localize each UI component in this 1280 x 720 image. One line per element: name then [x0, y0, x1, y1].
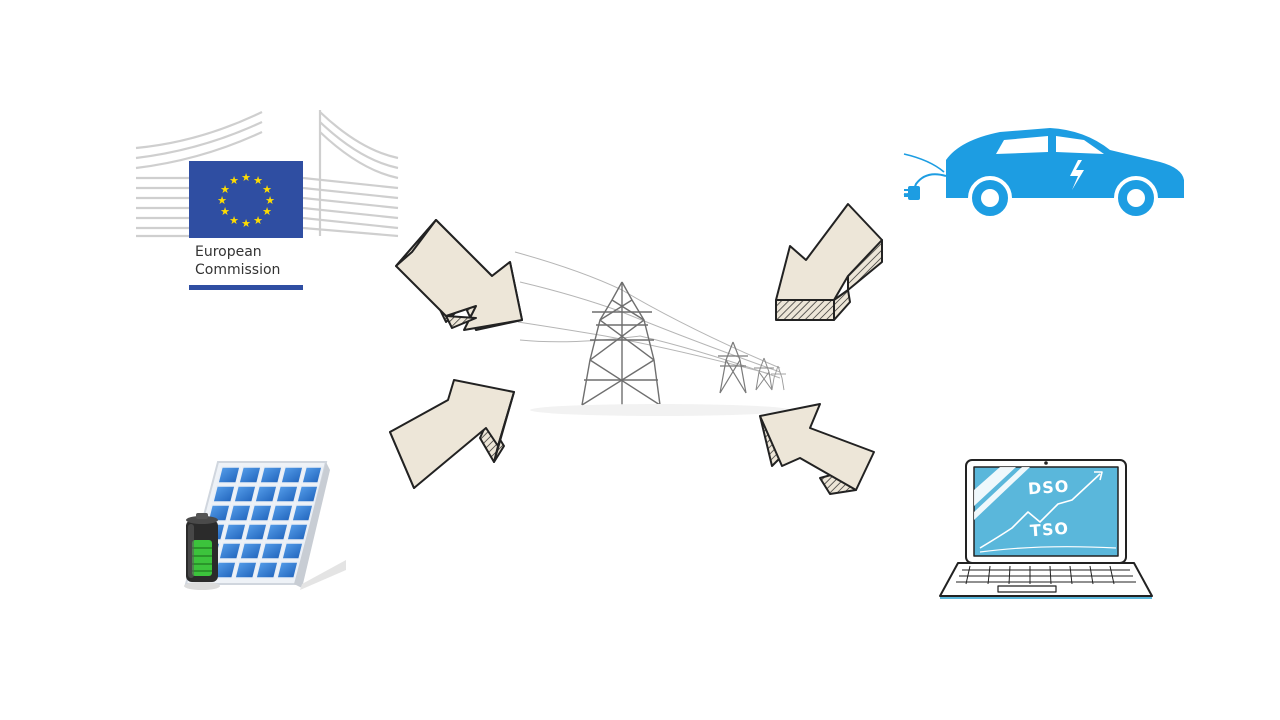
arrow-bottom-right [759, 403, 875, 495]
svg-text:★: ★ [217, 194, 227, 207]
svg-text:★: ★ [241, 217, 251, 230]
svg-text:★: ★ [265, 194, 275, 207]
laptop-screen-tso-label: TSO [1029, 518, 1070, 541]
pylon-medium [718, 341, 748, 394]
pylon-tiny [771, 365, 786, 391]
svg-text:★: ★ [253, 214, 263, 227]
eu-flag [189, 161, 303, 238]
pylon-large [581, 281, 661, 406]
svg-text:★: ★ [229, 214, 239, 227]
battery-icon [184, 513, 220, 590]
arrow-bottom-left [389, 379, 515, 489]
european-commission-label-line2: Commission [195, 262, 281, 278]
building-lines-left [135, 111, 263, 238]
pylon-small [754, 357, 774, 391]
svg-text:★: ★ [229, 174, 239, 187]
ec-rule-bar [189, 285, 303, 290]
svg-text:★: ★ [220, 205, 230, 218]
european-commission-label-line1: European [195, 244, 262, 260]
electric-car-icon [903, 128, 1184, 220]
building-lines-right [302, 110, 399, 238]
svg-text:★: ★ [253, 174, 263, 187]
svg-text:★: ★ [220, 183, 230, 196]
power-pylons [514, 251, 790, 416]
arrow-top-left [395, 219, 523, 331]
svg-text:★: ★ [262, 205, 272, 218]
svg-text:★: ★ [241, 171, 251, 184]
eu-stars: ★ ★ ★ ★ ★ ★ ★ ★ ★ ★ ★ ★ [217, 171, 275, 230]
arrow-top-right [775, 203, 883, 321]
svg-text:★: ★ [262, 183, 272, 196]
laptop-icon [939, 459, 1153, 599]
european-commission-logo: ★ ★ ★ ★ ★ ★ ★ ★ ★ ★ ★ ★ [135, 110, 399, 238]
laptop-screen-dso-label: DSO [1027, 476, 1071, 499]
